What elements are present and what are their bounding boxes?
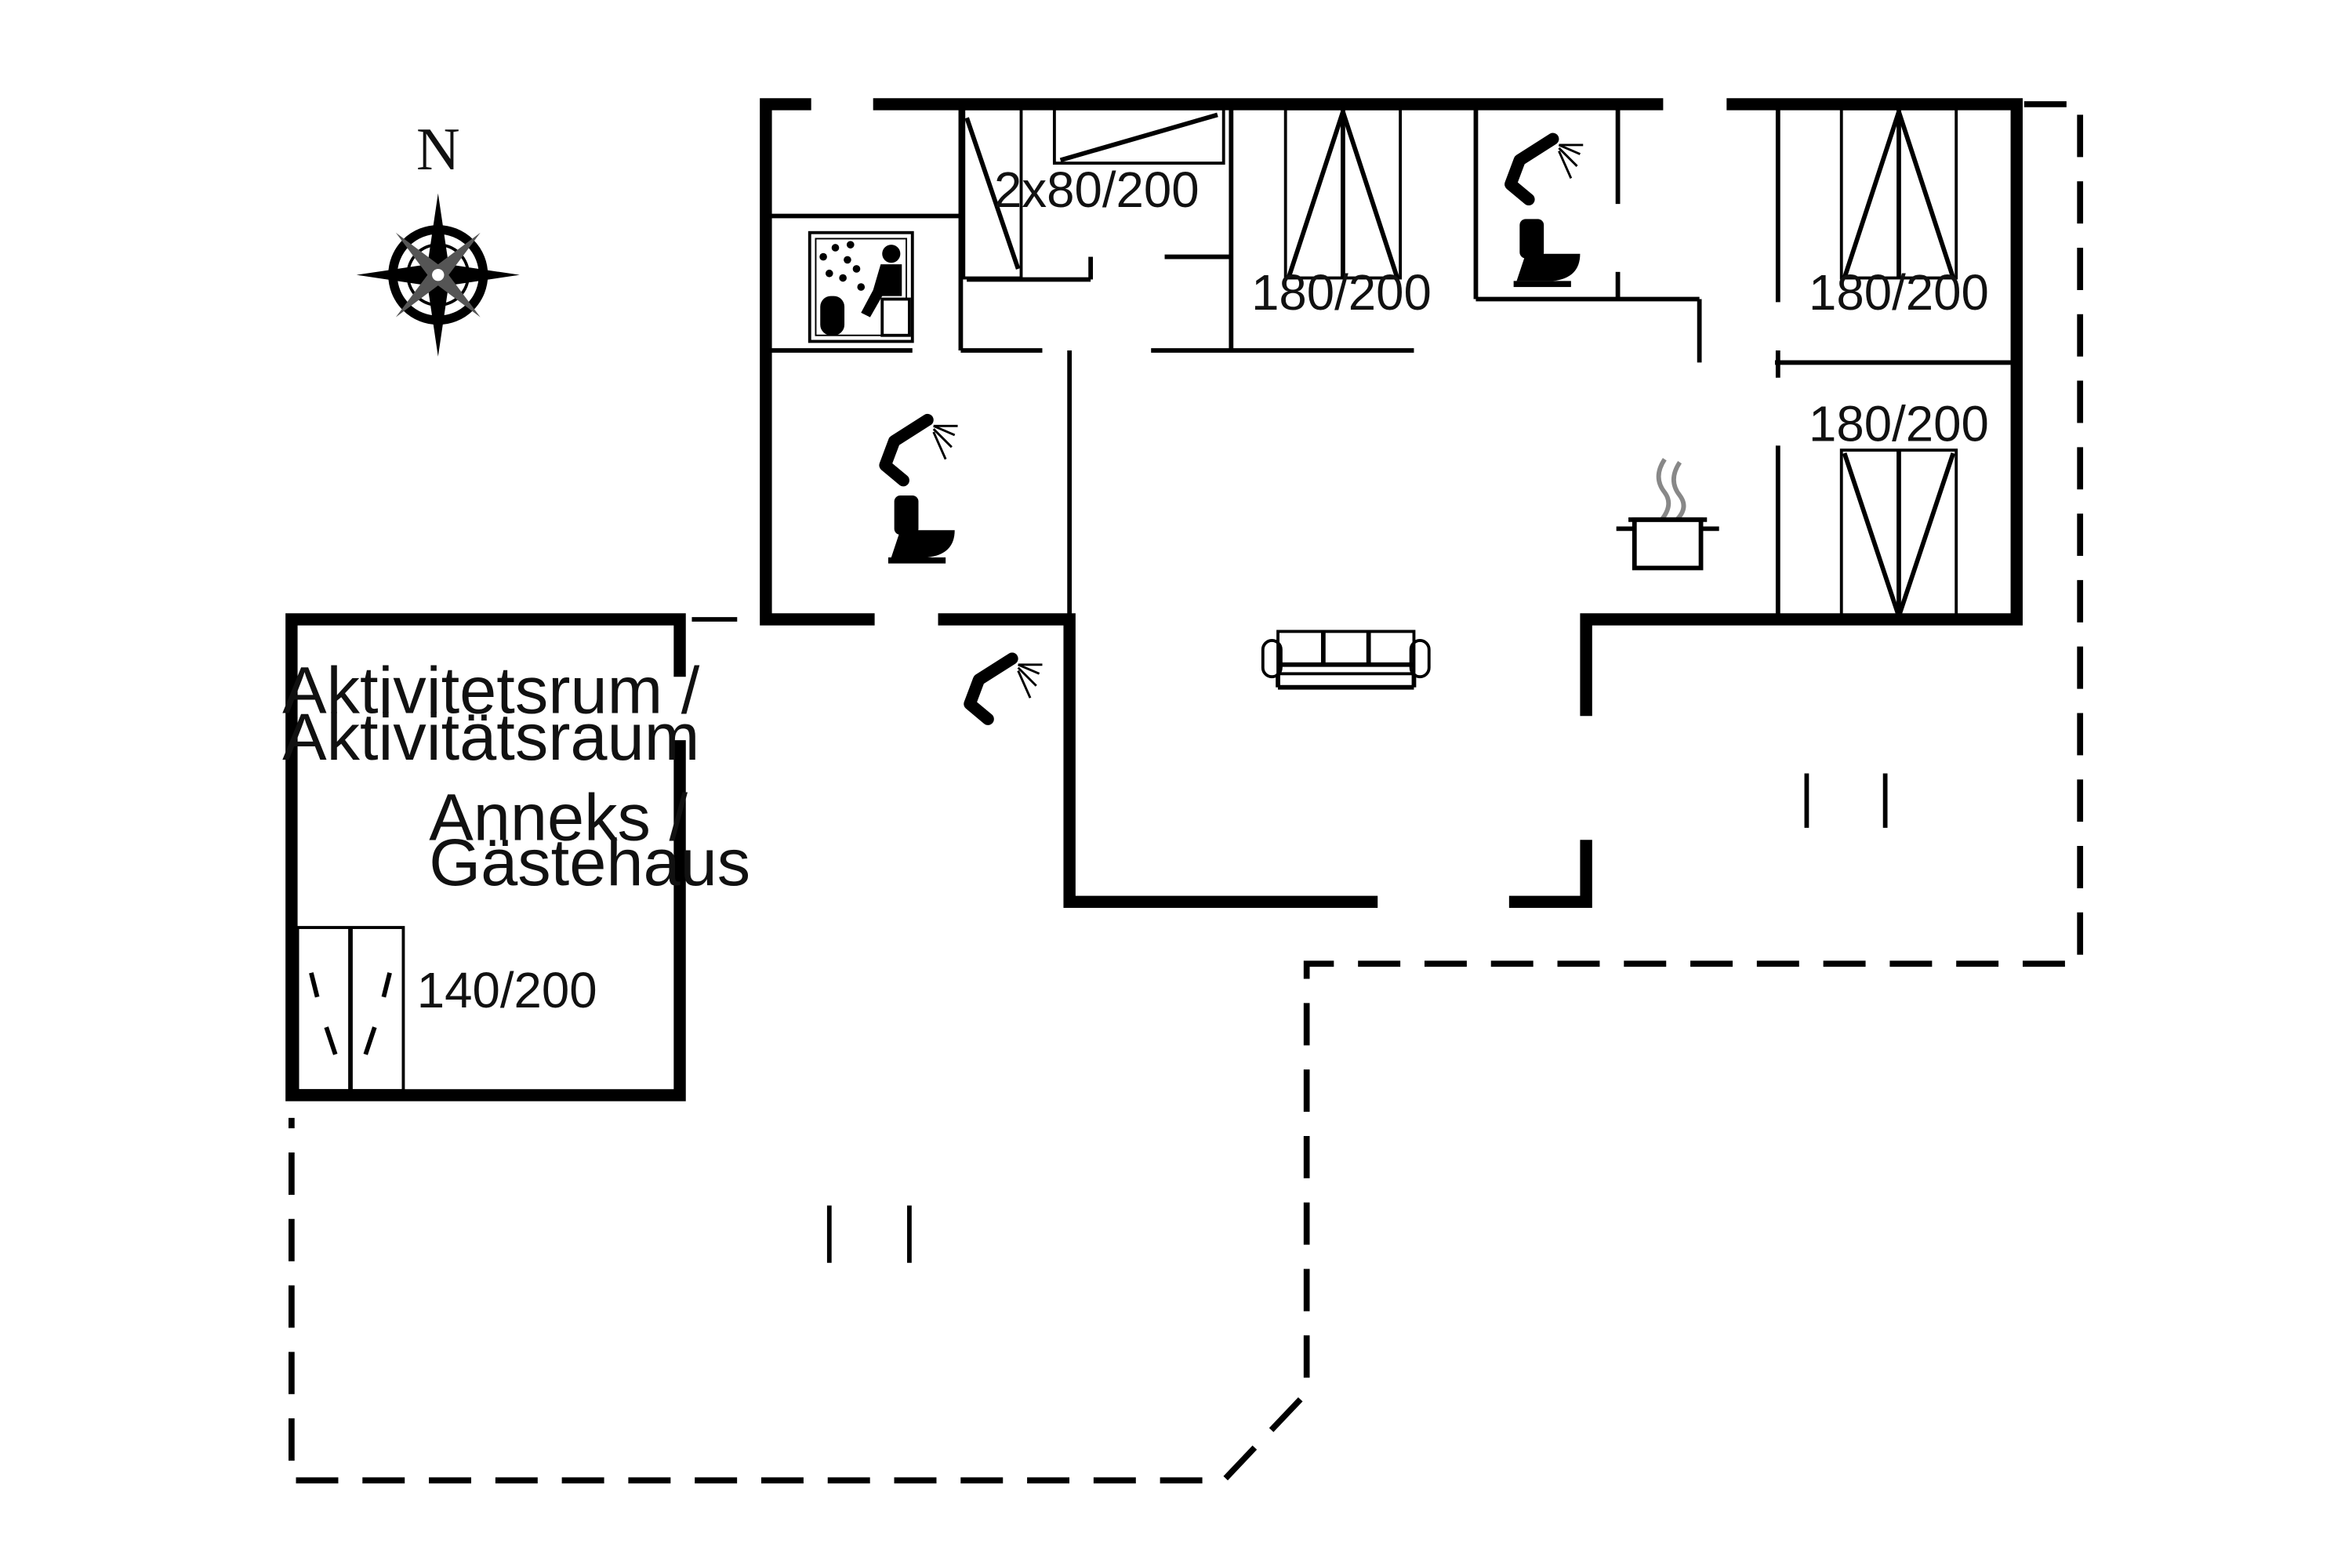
bed-size-label: 180/200 [1809,397,1989,452]
bed-size-label: 180/200 [1251,265,1432,321]
annex-walls [285,613,738,1102]
shower-icon [879,413,958,487]
svg-text:Aktivitetsrum /: Aktivitetsrum / [282,652,700,727]
bed-icon: 2x80/200 [962,107,1225,280]
svg-text:Anneks /: Anneks / [429,779,688,854]
shower-icon [964,652,1043,725]
svg-text:Gästehaus: Gästehaus [429,825,750,899]
sofa-icon [1261,630,1431,690]
bed-icon: 140/200 [296,926,597,1093]
sauna-icon [808,230,914,343]
bed-icon: 180/200 [1809,104,1989,321]
toilet-icon [887,495,955,564]
interior-walls [770,108,2017,828]
svg-text:Aktivitätsraum: Aktivitätsraum [282,699,699,774]
bed-size-label: 2x80/200 [994,162,1200,218]
compass-rose-icon: N [356,115,520,357]
cooking-pot-icon [1616,458,1719,571]
terrace-outline [289,101,2084,1484]
shower-icon [1504,132,1584,206]
north-label: N [416,115,460,183]
bed-size-label: 140/200 [417,963,597,1018]
bed-icon: 180/200 [1251,104,1432,321]
main-house-walls [760,98,2023,908]
bed-icon: 180/200 [1809,397,1989,624]
bed-size-label: 180/200 [1809,265,1989,321]
toilet-icon [1513,219,1581,288]
annex-label: Aktivitetsrum / Aktivitätsraum Anneks / … [282,652,750,899]
